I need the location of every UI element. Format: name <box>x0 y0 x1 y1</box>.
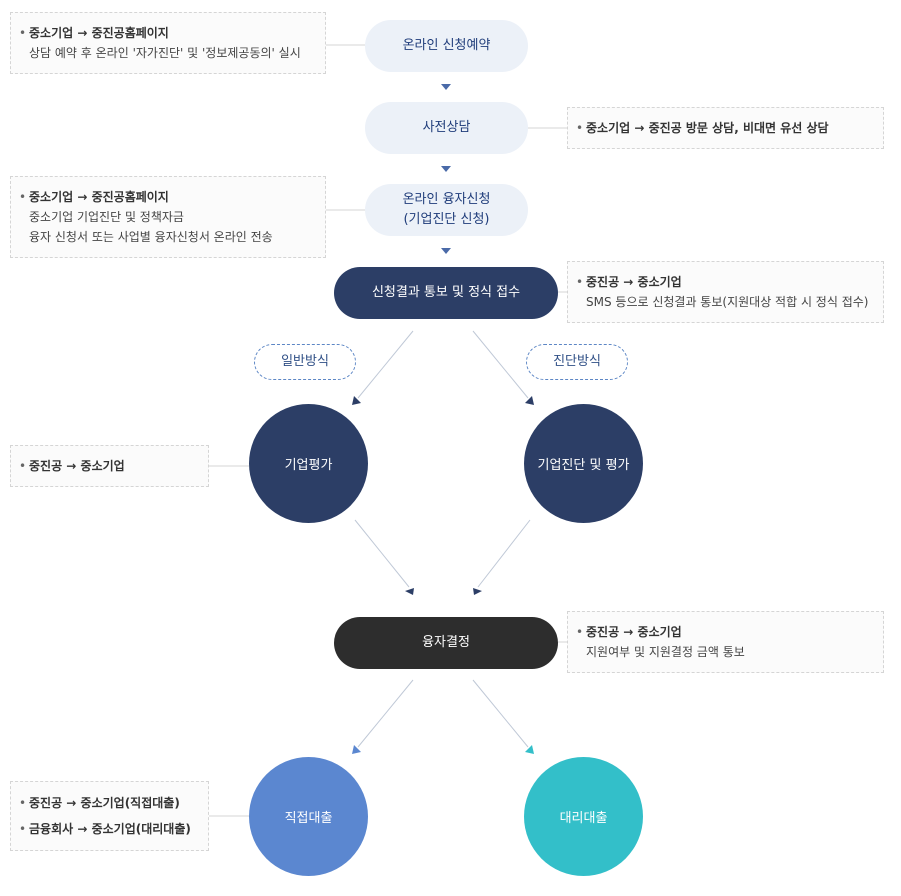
step-company-diagnosis: 기업진단 및 평가 <box>524 404 643 523</box>
step-online-application: 온라인 융자신청 (기업진단 신청) <box>365 184 528 236</box>
step-company-evaluation: 기업평가 <box>249 404 368 523</box>
note-evaluation: 중진공 → 중소기업 <box>10 445 209 487</box>
note-evaluation-line-1: 중진공 → 중소기업 <box>19 456 196 476</box>
label-diagnosis-method: 진단방식 <box>526 344 628 380</box>
flow-line-right-3 <box>472 679 529 748</box>
note-consult: 중소기업 → 중진공 방문 상담, 비대면 유선 상담 <box>567 107 884 149</box>
arrow-head-right-3 <box>525 745 534 754</box>
note-decision-line-1: 중진공 → 중소기업 <box>576 622 871 642</box>
flow-line-left-3 <box>357 679 414 748</box>
note-result: 중진공 → 중소기업 SMS 등으로 신청결과 통보(지원대상 적합 시 정식 … <box>567 261 884 323</box>
note-decision: 중진공 → 중소기업 지원여부 및 지원결정 금액 통보 <box>567 611 884 673</box>
arrow-head-left-2 <box>405 588 414 595</box>
down-arrow-2 <box>441 166 451 172</box>
note-application-line-3: 융자 신청서 또는 사업별 융자신청서 온라인 전송 <box>29 230 273 244</box>
down-arrow-3 <box>441 248 451 254</box>
flow-line-right-1 <box>472 330 529 399</box>
step-pre-consult: 사전상담 <box>365 102 528 154</box>
note-reservation-line-1: 중소기업 → 중진공홈페이지 <box>19 23 313 43</box>
note-application-line-1: 중소기업 → 중진공홈페이지 <box>19 187 313 207</box>
arrow-head-left-3 <box>352 745 361 754</box>
flow-line-left-2 <box>354 519 410 588</box>
note-loan-type: 중진공 → 중소기업(직접대출) 금융회사 → 중소기업(대리대출) <box>10 781 209 851</box>
arrow-head-right-1 <box>525 396 534 405</box>
step-direct-loan: 직접대출 <box>249 757 368 876</box>
flow-line-left-1 <box>357 330 414 399</box>
note-loan-line-1: 중진공 → 중소기업(직접대출) <box>19 793 196 813</box>
step-loan-decision: 융자결정 <box>334 617 558 669</box>
note-result-line-1: 중진공 → 중소기업 <box>576 272 871 292</box>
step-online-application-line-1: 온라인 융자신청 <box>402 192 491 207</box>
note-decision-line-2: 지원여부 및 지원결정 금액 통보 <box>586 645 745 659</box>
note-application-line-2: 중소기업 기업진단 및 정책자금 <box>29 210 184 224</box>
note-reservation-line-2: 상담 예약 후 온라인 '자가진단' 및 '정보제공동의' 실시 <box>29 46 301 60</box>
note-application: 중소기업 → 중진공홈페이지 중소기업 기업진단 및 정책자금 융자 신청서 또… <box>10 176 326 258</box>
step-agency-loan: 대리대출 <box>524 757 643 876</box>
step-result-notice: 신청결과 통보 및 정식 접수 <box>334 267 558 319</box>
label-general-method: 일반방식 <box>254 344 356 380</box>
flow-line-right-2 <box>477 519 531 588</box>
step-online-reservation: 온라인 신청예약 <box>365 20 528 72</box>
note-consult-line-1: 중소기업 → 중진공 방문 상담, 비대면 유선 상담 <box>576 118 871 138</box>
note-reservation: 중소기업 → 중진공홈페이지 상담 예약 후 온라인 '자가진단' 및 '정보제… <box>10 12 326 74</box>
note-result-line-2: SMS 등으로 신청결과 통보(지원대상 적합 시 정식 접수) <box>586 295 869 309</box>
arrow-head-left-1 <box>352 396 361 405</box>
note-loan-line-2: 금융회사 → 중소기업(대리대출) <box>19 819 196 839</box>
arrow-head-right-2 <box>473 588 482 595</box>
step-online-application-line-2: (기업진단 신청) <box>403 212 490 227</box>
down-arrow-1 <box>441 84 451 90</box>
